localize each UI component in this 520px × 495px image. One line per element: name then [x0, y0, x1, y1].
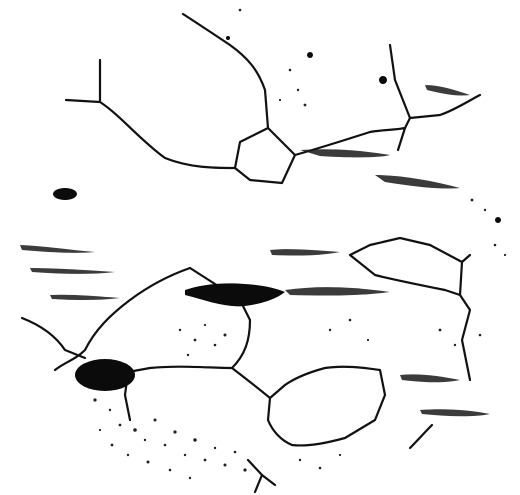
inclusion	[75, 359, 135, 391]
speckle-texture	[93, 8, 507, 480]
grain-boundary	[64, 58, 237, 170]
streak	[425, 85, 470, 96]
grain-boundary	[348, 236, 472, 297]
streak	[50, 294, 120, 300]
inclusion	[379, 76, 387, 84]
inclusion	[53, 188, 77, 200]
inclusion	[495, 217, 501, 223]
grain-boundary	[181, 12, 297, 185]
grain-boundary	[20, 316, 87, 360]
inclusions	[53, 36, 501, 391]
streak	[420, 409, 490, 417]
streak	[300, 149, 390, 158]
grain-boundary	[388, 43, 482, 120]
grain-boundary	[53, 266, 192, 372]
streak	[375, 175, 460, 189]
streak	[20, 245, 95, 253]
streak	[30, 268, 115, 274]
inclusion	[307, 52, 313, 58]
streak	[400, 374, 460, 383]
grain-boundary	[458, 293, 472, 382]
grain-boundary	[230, 365, 387, 447]
grain-boundary	[408, 423, 434, 450]
grain-boundary	[293, 116, 412, 157]
grain-boundaries	[20, 12, 482, 494]
banding-streaks	[20, 85, 490, 417]
inclusion	[226, 36, 230, 40]
streak	[270, 249, 340, 256]
streak	[285, 287, 390, 296]
grain-boundary	[246, 458, 277, 494]
inclusion	[185, 283, 285, 307]
